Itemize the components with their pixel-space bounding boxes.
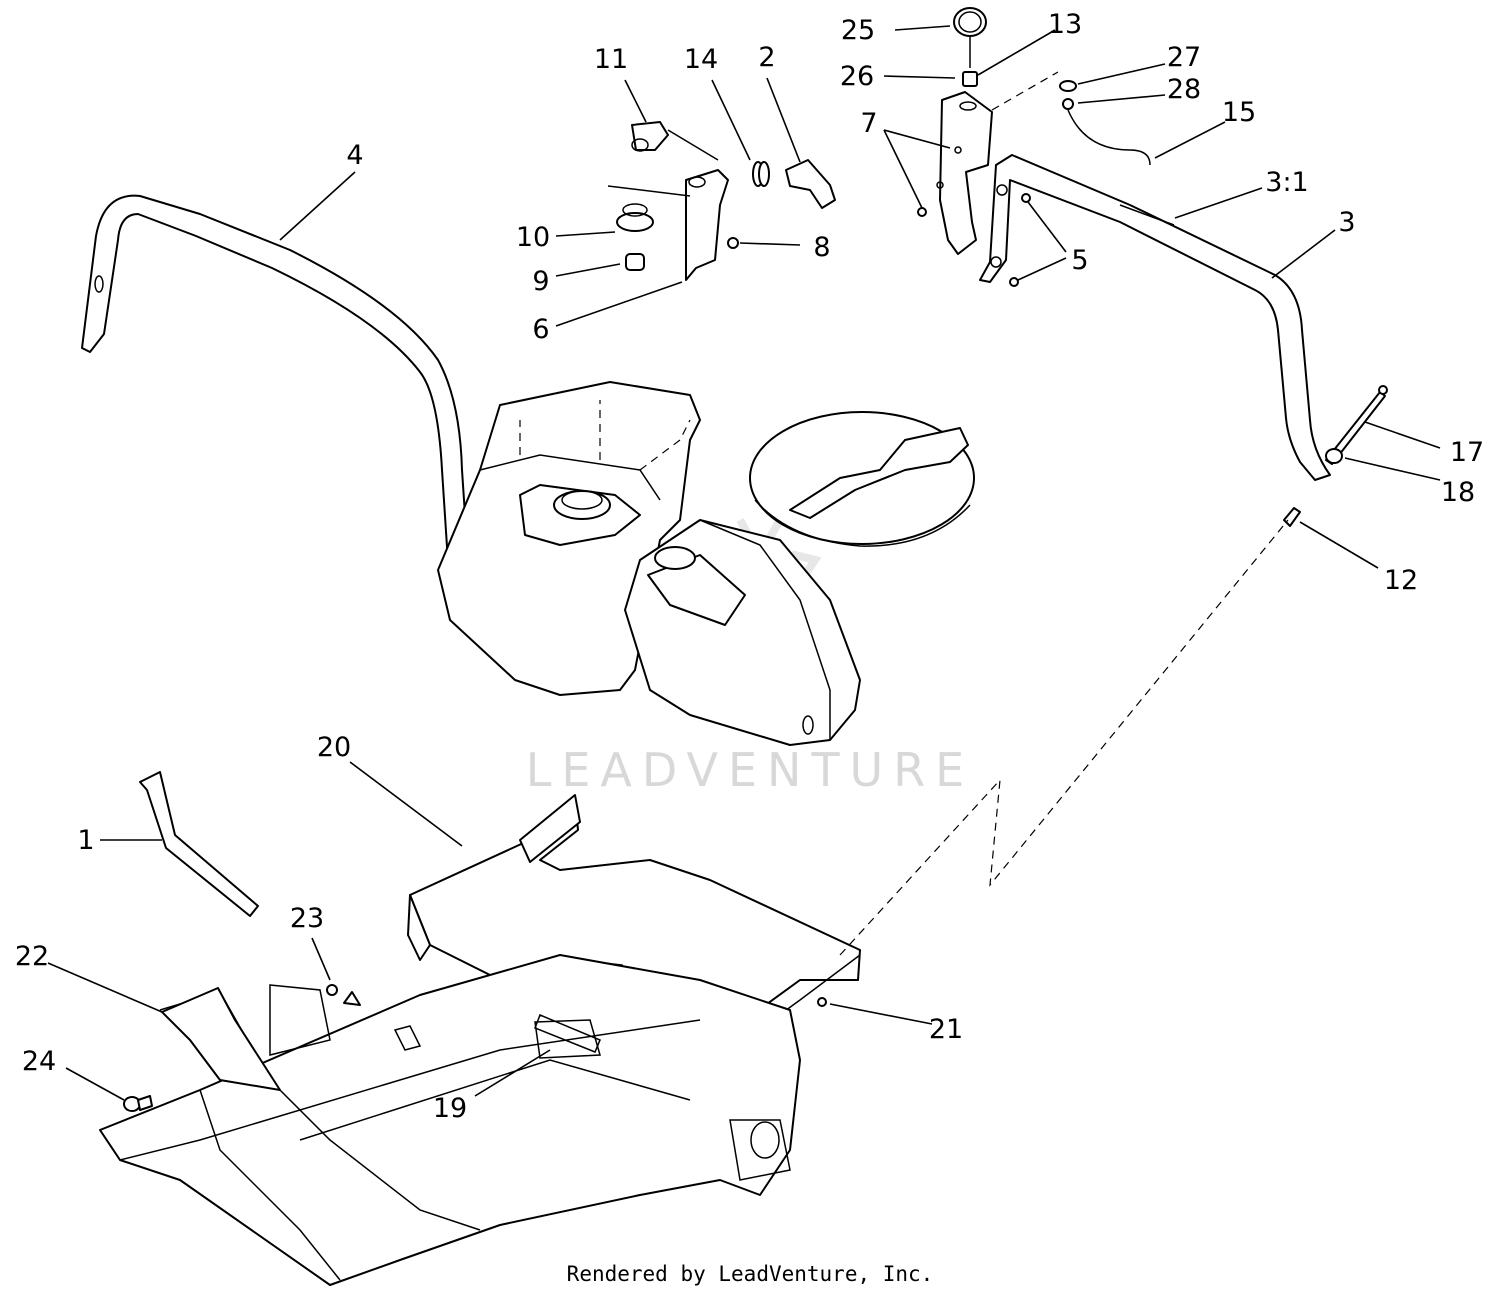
- callout-1: 1: [77, 825, 94, 856]
- callout-6: 6: [532, 314, 549, 345]
- callout-24: 24: [22, 1046, 56, 1077]
- part-28-fitting: [1062, 98, 1074, 110]
- part-2-hose: [785, 159, 836, 209]
- callout-28: 28: [1167, 74, 1201, 105]
- part-fuel-tank-right: [624, 519, 861, 746]
- part-25-gauge-cap: [953, 7, 987, 68]
- part-12-coupler: [1283, 507, 1301, 527]
- footer-credit: Rendered by LeadVenture, Inc.: [566, 1262, 934, 1286]
- part-14-clamp: [752, 161, 770, 187]
- part-1-strap: [139, 771, 259, 917]
- part-11-elbow-fitting: [631, 121, 669, 152]
- callout-3-1: 3:1: [1265, 167, 1308, 198]
- part-27-washer: [1059, 80, 1077, 92]
- part-4-strap-left: [81, 194, 479, 579]
- part-6-bracket: [607, 129, 729, 281]
- callout-2: 2: [758, 42, 775, 73]
- part-19-plate: [534, 1014, 601, 1053]
- callout-7: 7: [860, 108, 877, 139]
- part-24-bolt: [123, 1095, 153, 1112]
- callout-4: 4: [346, 140, 363, 171]
- callout-12: 12: [1384, 565, 1418, 596]
- callout-15: 15: [1222, 97, 1256, 128]
- leader-lines: [47, 25, 1441, 1101]
- part-22-strap: [161, 987, 281, 1091]
- part-10-grommet: [616, 203, 654, 232]
- part-frame: [99, 954, 827, 1286]
- assembly-lines: [639, 71, 1289, 956]
- callout-27: 27: [1167, 42, 1201, 73]
- callout-17: 17: [1450, 437, 1484, 468]
- callout-11: 11: [594, 44, 628, 75]
- watermark-text: LEADVENTURE: [526, 743, 975, 797]
- callout-22: 22: [15, 941, 49, 972]
- part-18-washer: [1325, 448, 1343, 464]
- callout-9: 9: [532, 266, 549, 297]
- callout-3: 3: [1338, 207, 1355, 238]
- part-7-bracket: [936, 91, 993, 255]
- part-8-screw: [727, 237, 739, 249]
- callout-8: 8: [813, 232, 830, 263]
- callout-20: 20: [317, 732, 351, 763]
- part-decal-plate: [749, 411, 975, 547]
- callout-5: 5: [1071, 245, 1088, 276]
- part-13-nut: [962, 71, 978, 87]
- callout-10: 10: [516, 222, 550, 253]
- callout-14: 14: [684, 44, 718, 75]
- part-15-wire: [1067, 109, 1151, 166]
- callout-25: 25: [841, 15, 875, 46]
- callout-18: 18: [1441, 477, 1475, 508]
- part-9-bushing: [625, 253, 645, 271]
- callouts: 25 13 26 27 28 15 7 3:1 3 5 11 14 2 4 10…: [15, 9, 1484, 1124]
- callout-23: 23: [290, 903, 324, 934]
- callout-26: 26: [840, 61, 874, 92]
- callout-13: 13: [1048, 9, 1082, 40]
- callout-21: 21: [929, 1014, 963, 1045]
- part-3-strap-right: [979, 154, 1331, 481]
- callout-19: 19: [433, 1093, 467, 1124]
